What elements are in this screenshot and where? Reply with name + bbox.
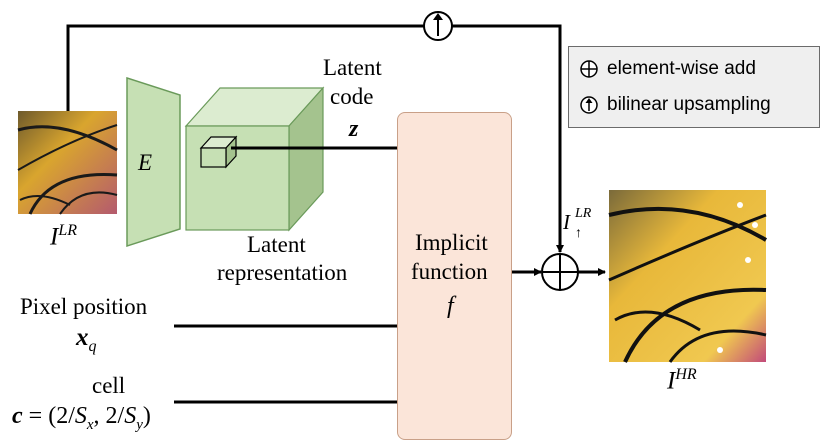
pixel-position-symbol-wrap: xq [76,324,97,356]
cell-s2-sub: y [136,416,143,433]
implicit-symbol: f [447,293,454,319]
pixel-position-label: Pixel position [20,294,148,319]
input-image-label: ILR [50,222,77,251]
upsampled-image-sup: LR [575,206,592,221]
upsample-icon [580,96,598,114]
upsampled-image-sub: ↑ [575,226,582,241]
output-image-base: I [667,367,676,395]
legend-upsample-label: bilinear upsampling [607,94,771,115]
latent-cube [184,86,325,232]
legend-row-add: element-wise add [579,58,756,80]
legend-row-upsample: bilinear upsampling [579,94,771,116]
output-image-label: IHR [667,366,697,395]
upsampled-image-label: I [563,210,570,235]
legend-add-label: element-wise add [607,58,756,79]
upsampled-image-base: I [563,210,570,234]
implicit-label-line1: Implicit [415,230,488,255]
latent-code-symbol: z [349,116,359,142]
legend-box: element-wise add bilinear upsampling [568,46,820,128]
cell-formula: c = (2/Sx, 2/Sy) [12,403,151,434]
input-image [17,111,118,215]
pixel-position-sub: q [88,338,97,355]
implicit-function-block [397,112,512,440]
pixel-position-symbol: x [76,324,89,351]
implicit-label-line2: function [411,259,488,284]
skip-connection [66,24,564,253]
cell-s1: S [74,403,87,429]
cell-mid: , 2/ [93,403,125,429]
latent-repr-line2: representation [217,260,348,285]
input-image-sup: LR [58,222,77,239]
add-icon [541,253,579,291]
cell-s1-sub: x [86,416,94,433]
cell-c: c [12,403,23,429]
output-image [608,190,768,363]
cell-label: cell [92,373,126,398]
cell-s2: S [124,403,137,429]
latent-code-line1: Latent [323,55,382,80]
encoder-label: E [138,150,153,175]
upsample-icon [423,11,453,41]
cell-open: (2/ [48,403,75,429]
latent-repr-line1: Latent [247,232,306,257]
add-icon [580,60,598,78]
cell-eq: = [28,403,43,429]
output-image-sup: HR [675,366,697,383]
encoder-block [126,76,181,248]
cell-close: ) [142,403,151,429]
latent-code-line2: code [330,84,374,109]
input-image-base: I [50,223,59,251]
